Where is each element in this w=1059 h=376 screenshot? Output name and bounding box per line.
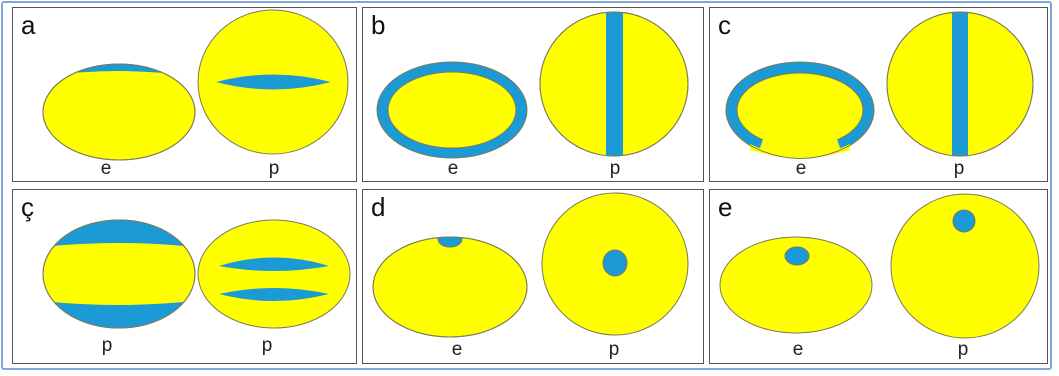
polar-view [197,219,351,329]
panel-letter: b [371,10,386,40]
nucleus-cap [437,237,463,248]
section-lens [216,74,331,90]
panel-e-drawing [719,193,1040,339]
panel-d-drawing [372,192,689,338]
left-label: e [792,339,804,360]
panel-letter: d [371,192,386,222]
panel-letter: a [21,10,36,40]
equatorial-view [42,63,196,161]
panel-a: a e p [12,7,357,182]
equatorial-view [372,236,528,338]
right-label: p [268,158,280,179]
section-band [606,12,623,156]
panel-letter: ç [21,192,34,222]
section-lens-top [219,257,329,271]
panel-letter: c [718,10,731,40]
left-label: e [795,158,807,179]
panel-c-drawing [725,11,1034,159]
right-label: p [261,335,273,356]
left-label: e [100,158,112,179]
equatorial-view [719,236,873,334]
panel-c-cedilla: ç p p [12,189,357,364]
panel-e: e e p [709,189,1048,364]
nucleus-center [602,249,628,277]
panel-d: d e p [362,189,704,364]
section-lens-bottom [219,288,329,301]
right-label: p [608,339,620,360]
polar-view [890,193,1040,339]
right-label: p [957,339,969,360]
panel-a-drawing [42,9,349,161]
nucleus-off-center-polar [952,209,976,233]
left-label: p [101,335,113,356]
right-label: p [609,158,621,179]
panel-c: c e p [709,7,1048,182]
inner-cytoplasm [387,71,517,149]
panel-letter: e [718,192,733,222]
figure-frame [1,1,1052,370]
section-band [952,12,968,156]
nucleus-off-center [784,246,810,266]
left-label: e [447,158,459,179]
panel-b-drawing [376,11,689,159]
panel-b: b e p [362,7,704,182]
left-label: e [451,339,463,360]
panel-c-cedilla-drawing [42,219,351,329]
right-label: p [953,158,965,179]
